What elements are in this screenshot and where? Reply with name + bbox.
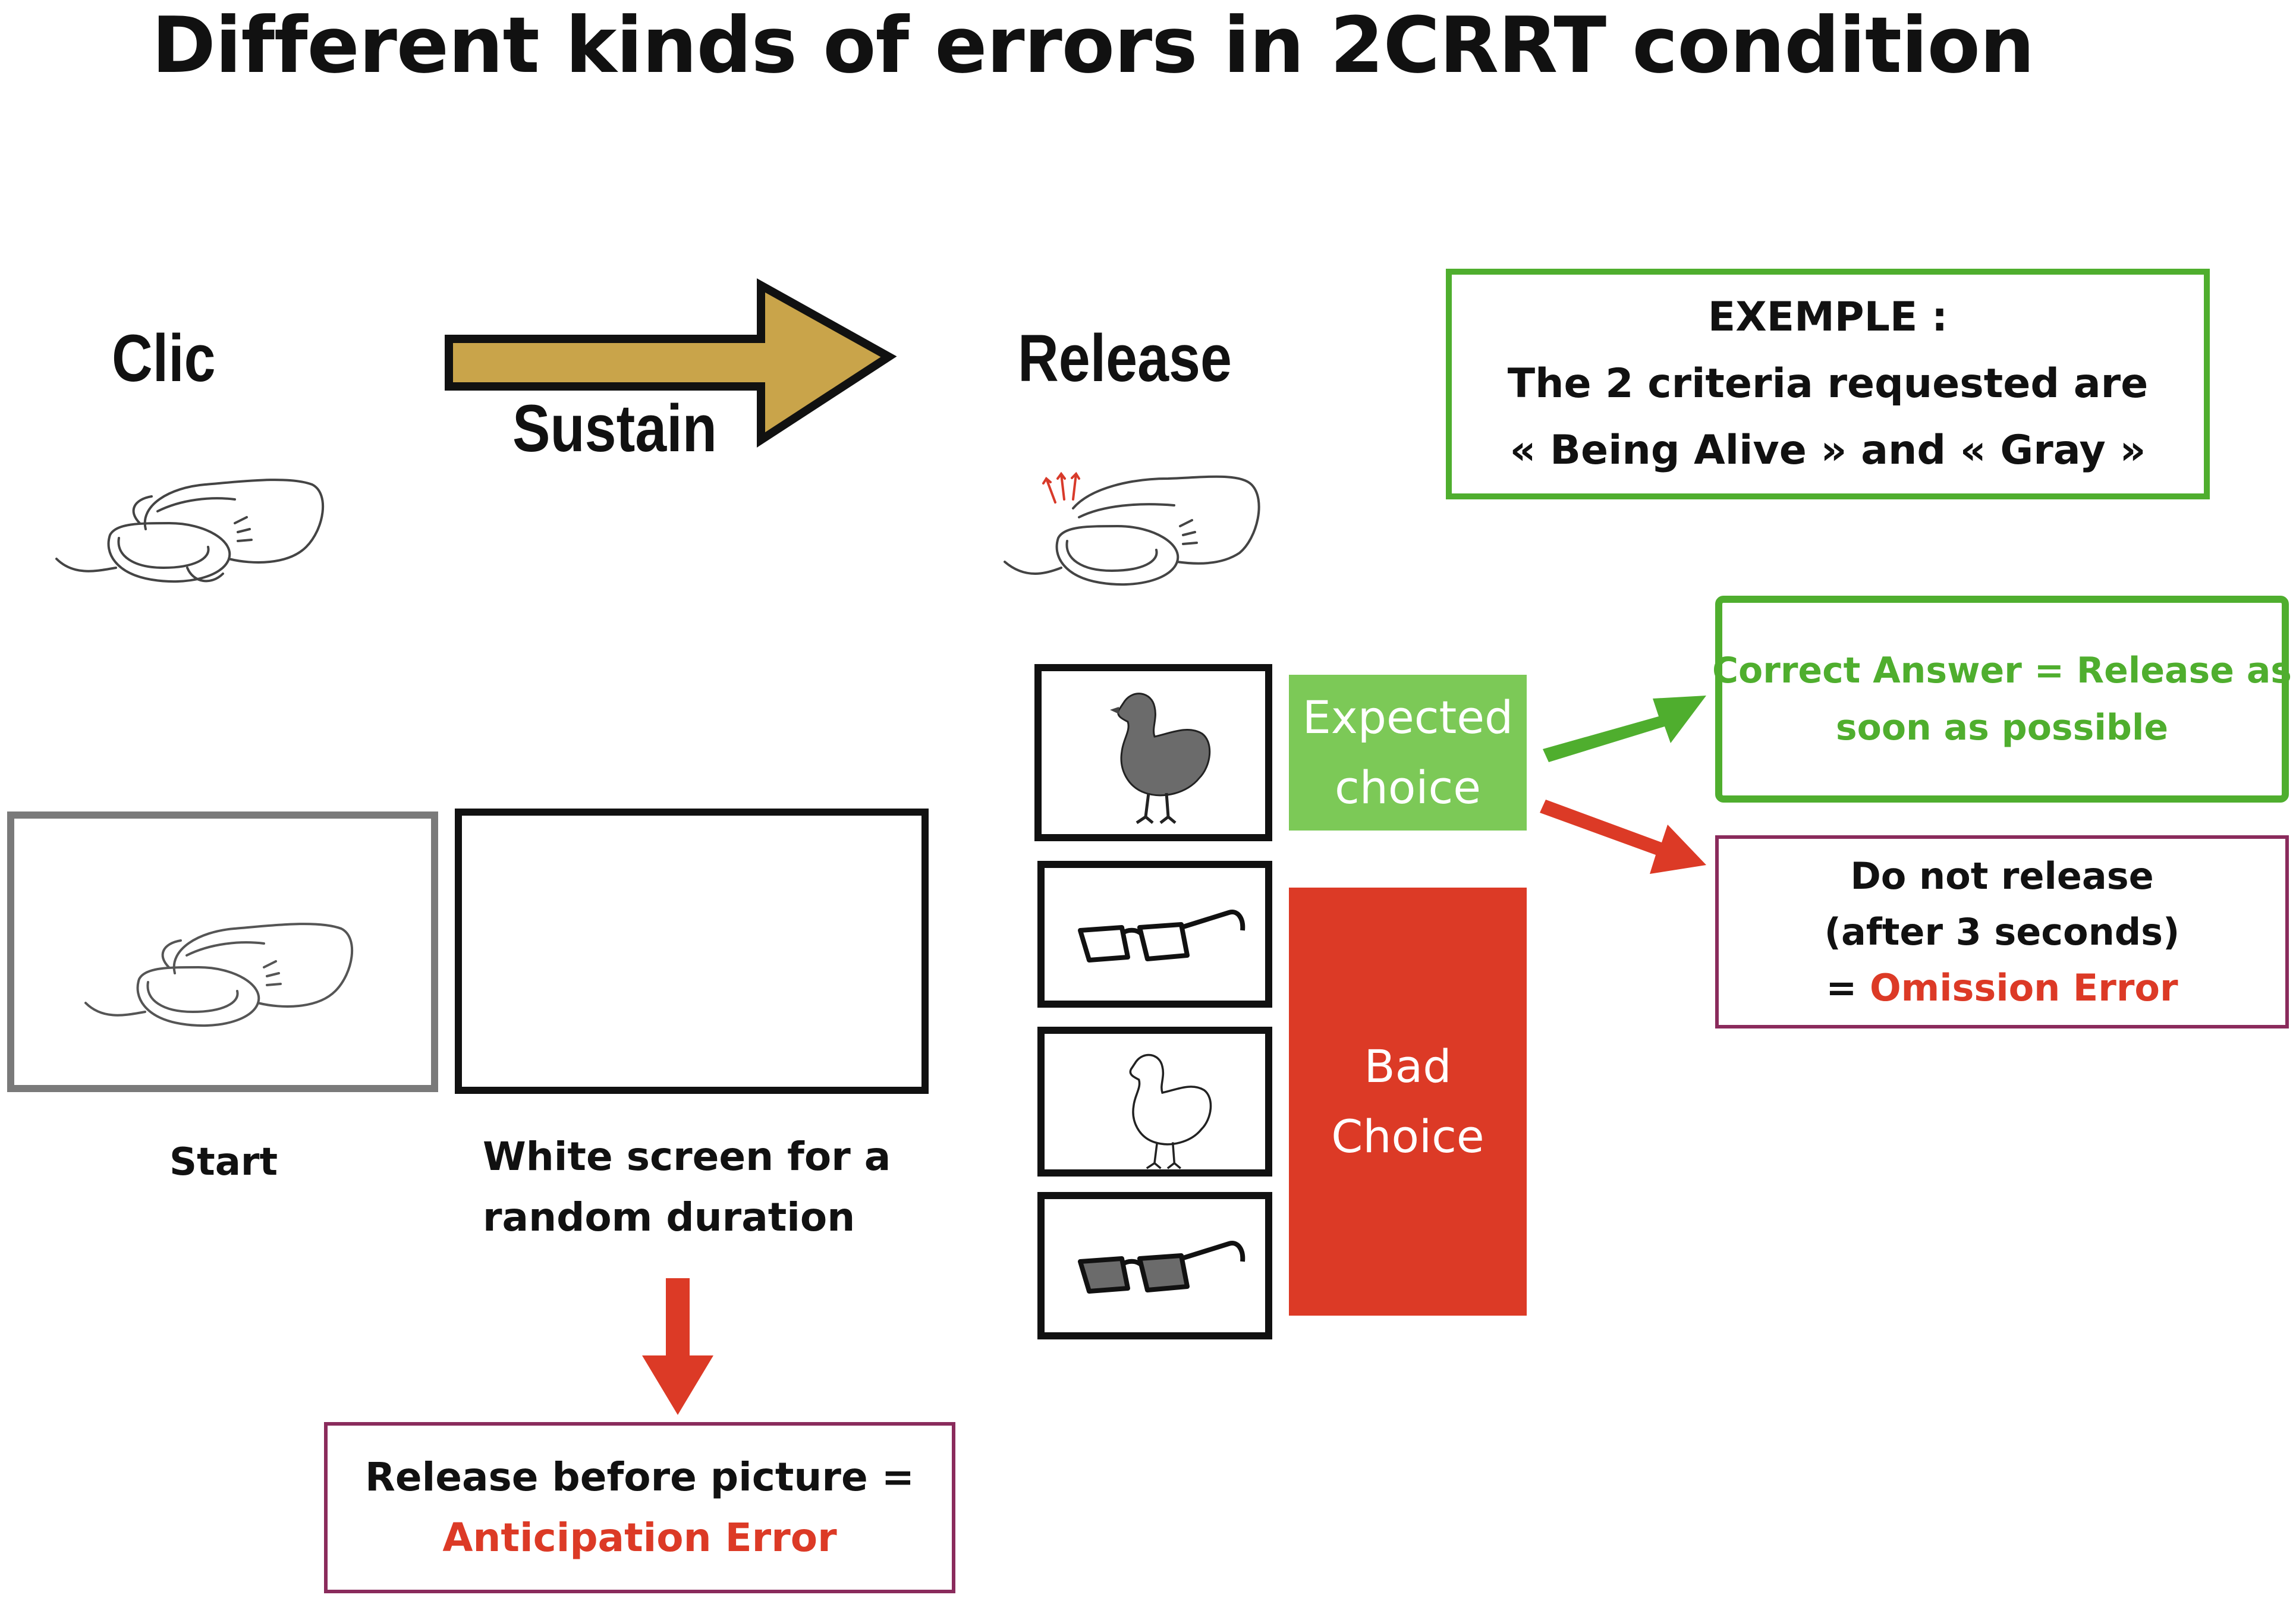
- white-screen-label: White screen for a random duration: [483, 1127, 891, 1248]
- anticipation-error-label: Anticipation Error: [442, 1515, 837, 1561]
- correct-answer-box: Correct Answer = Release as soon as poss…: [1712, 596, 2292, 803]
- down-arrow-icon: [642, 1278, 713, 1415]
- stimulus-outline-chicken: [1037, 1027, 1272, 1177]
- example-heading: EXEMPLE :: [1707, 294, 1948, 341]
- glasses-outline-icon: [1078, 910, 1245, 963]
- example-line2: « Being Alive » and « Gray »: [1509, 427, 2146, 474]
- hand-release-mouse-icon: [1002, 437, 1263, 592]
- chicken-outline-icon: [1129, 1053, 1212, 1169]
- bad-choice-label: Bad Choice: [1289, 888, 1527, 1316]
- red-arrow-icon: [1540, 800, 1706, 874]
- omission-equals: =: [1826, 965, 1870, 1009]
- green-arrow-icon: [1543, 696, 1706, 762]
- correct-answer-line1: Correct Answer = Release as: [1712, 650, 2292, 691]
- anticipation-line1: Release before picture =: [365, 1454, 914, 1500]
- omission-line3: = Omission Error: [1826, 960, 2178, 1016]
- bad-choice-line1: Bad: [1364, 1040, 1452, 1093]
- white-screen-label-line1: White screen for a: [483, 1134, 891, 1179]
- hand-on-mouse-icon: [71, 884, 368, 1039]
- page-title: Different kinds of errors in 2CRRT condi…: [152, 0, 2034, 90]
- chicken-gray-icon: [1110, 693, 1211, 825]
- omission-line2: (after 3 seconds): [1824, 910, 2180, 954]
- sustain-label: Sustain: [512, 391, 717, 465]
- bad-choice-line2: Choice: [1331, 1110, 1484, 1163]
- stimulus-outline-glasses: [1037, 861, 1272, 1008]
- expected-choice-line1: Expected: [1302, 691, 1514, 744]
- omission-error-label: Omission Error: [1869, 965, 2178, 1009]
- clic-label: Clic: [112, 321, 216, 395]
- stimulus-gray-chicken: [1034, 664, 1272, 841]
- hand-on-mouse-icon: [51, 440, 330, 595]
- example-line1: The 2 criteria requested are: [1507, 360, 2149, 407]
- white-screen-label-line2: random duration: [483, 1194, 856, 1240]
- example-box: EXEMPLE : The 2 criteria requested are «…: [1446, 269, 2210, 499]
- expected-choice-line2: choice: [1334, 761, 1482, 814]
- omission-line1: Do not release: [1850, 854, 2154, 898]
- stimulus-gray-glasses: [1037, 1192, 1272, 1339]
- correct-answer-line2: soon as possible: [1835, 707, 2169, 748]
- white-screen: [455, 809, 929, 1094]
- release-label: Release: [1018, 321, 1232, 395]
- glasses-gray-icon: [1078, 1241, 1245, 1294]
- anticipation-error-box: Release before picture = Anticipation Er…: [324, 1422, 955, 1593]
- sustain-arrow-icon: [445, 278, 897, 448]
- start-label: Start: [169, 1140, 278, 1184]
- start-screen: [7, 811, 438, 1092]
- omission-error-box: Do not release (after 3 seconds) = Omiss…: [1715, 835, 2289, 1028]
- expected-choice-label: Expected choice: [1289, 675, 1527, 831]
